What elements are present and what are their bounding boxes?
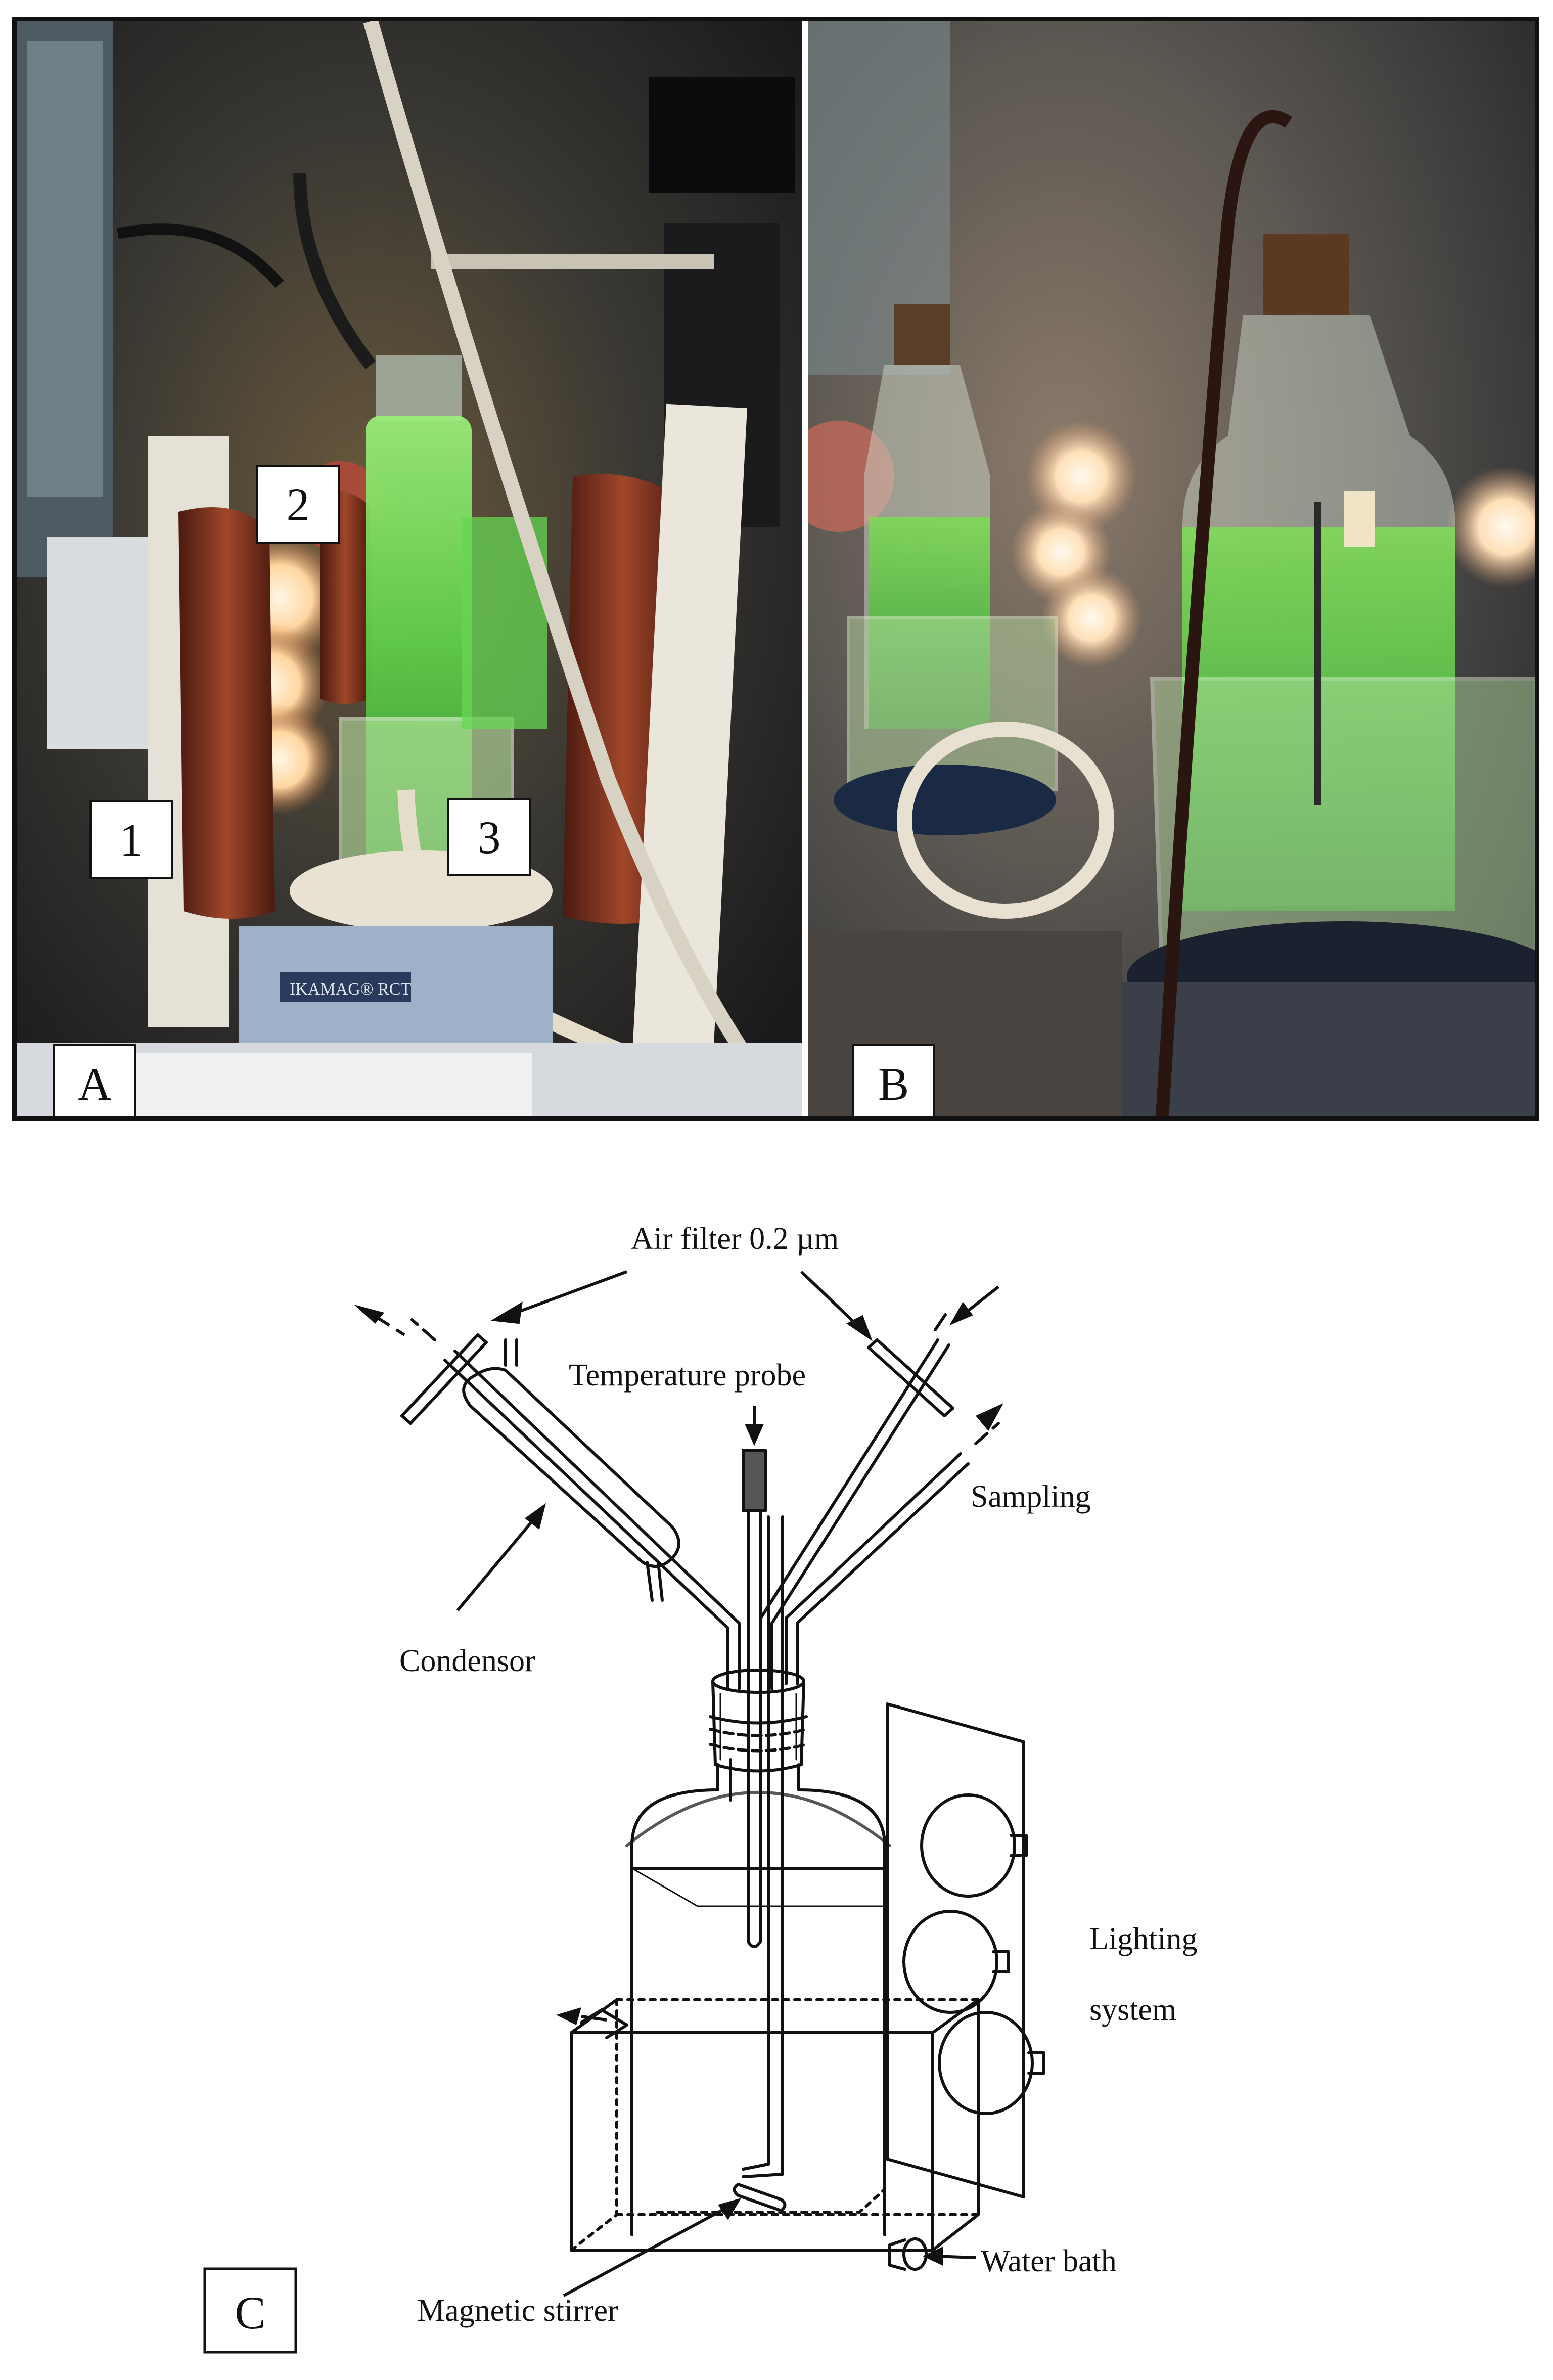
label-air-filter: Air filter 0.2 µm (631, 1222, 839, 1256)
panel-c-label: C (235, 2287, 265, 2339)
label-temperature-probe: Temperature probe (569, 1358, 806, 1393)
panel-b-label-text: B (878, 1058, 909, 1110)
inner-tube (742, 1515, 784, 2178)
culture-bottle (625, 1763, 891, 2236)
stopper (709, 1669, 808, 1773)
panel-c-diagram: Air filter 0.2 µm Temperature probe Samp… (203, 1222, 1198, 2354)
callout-2: 2 (256, 465, 340, 544)
label-condensor: Condensor (399, 1644, 535, 1678)
panel-a-label-text: A (78, 1058, 112, 1110)
temperature-probe (742, 1449, 767, 1948)
panel-b-label: B (852, 1044, 935, 1116)
air-inlet-tube (759, 1313, 954, 1690)
callout-3: 3 (447, 798, 531, 876)
panel-a-photo: IKAMAG® RCT 1 2 3 A (17, 21, 802, 1116)
air-filter-pointer-right (800, 1270, 861, 1329)
panel-b-photo: B (808, 21, 1535, 1116)
sampling-arrow-head (976, 1403, 1003, 1431)
panel-c-label-box (203, 2267, 297, 2354)
panel-divider (802, 21, 808, 1116)
exhaust-tube (400, 1318, 741, 1802)
callout-1: 1 (89, 800, 173, 879)
panel-a-label: A (53, 1044, 136, 1116)
air-filter-pointer-left (510, 1270, 628, 1316)
label-sampling: Sampling (971, 1479, 1091, 1514)
label-water-bath: Water bath (981, 2244, 1117, 2278)
sampling-tube (785, 1422, 1000, 1685)
condensor-jacket (462, 1338, 680, 1602)
ikamag-label: IKAMAG® RCT (290, 980, 411, 999)
label-lighting-line1: Lighting (1089, 1922, 1198, 1956)
stirrer-bar (733, 2183, 787, 2212)
panel-b-scene (808, 21, 1535, 1116)
callout-3-text: 3 (477, 811, 501, 863)
label-lighting-line2: system (1089, 1993, 1176, 2027)
condensor-pointer (456, 1516, 537, 1611)
lighting-panel (886, 1702, 1045, 2198)
photo-strip: IKAMAG® RCT 1 2 3 A (12, 17, 1539, 1121)
outlet-arrow-head (556, 2007, 581, 2025)
magnetic-stirrer-pointer (563, 2206, 729, 2297)
callout-1-text: 1 (119, 814, 143, 866)
panel-a-scene: IKAMAG® RCT (17, 21, 802, 1116)
label-magnetic-stirrer: Magnetic stirrer (417, 2294, 618, 2328)
callout-2-text: 2 (286, 478, 310, 530)
